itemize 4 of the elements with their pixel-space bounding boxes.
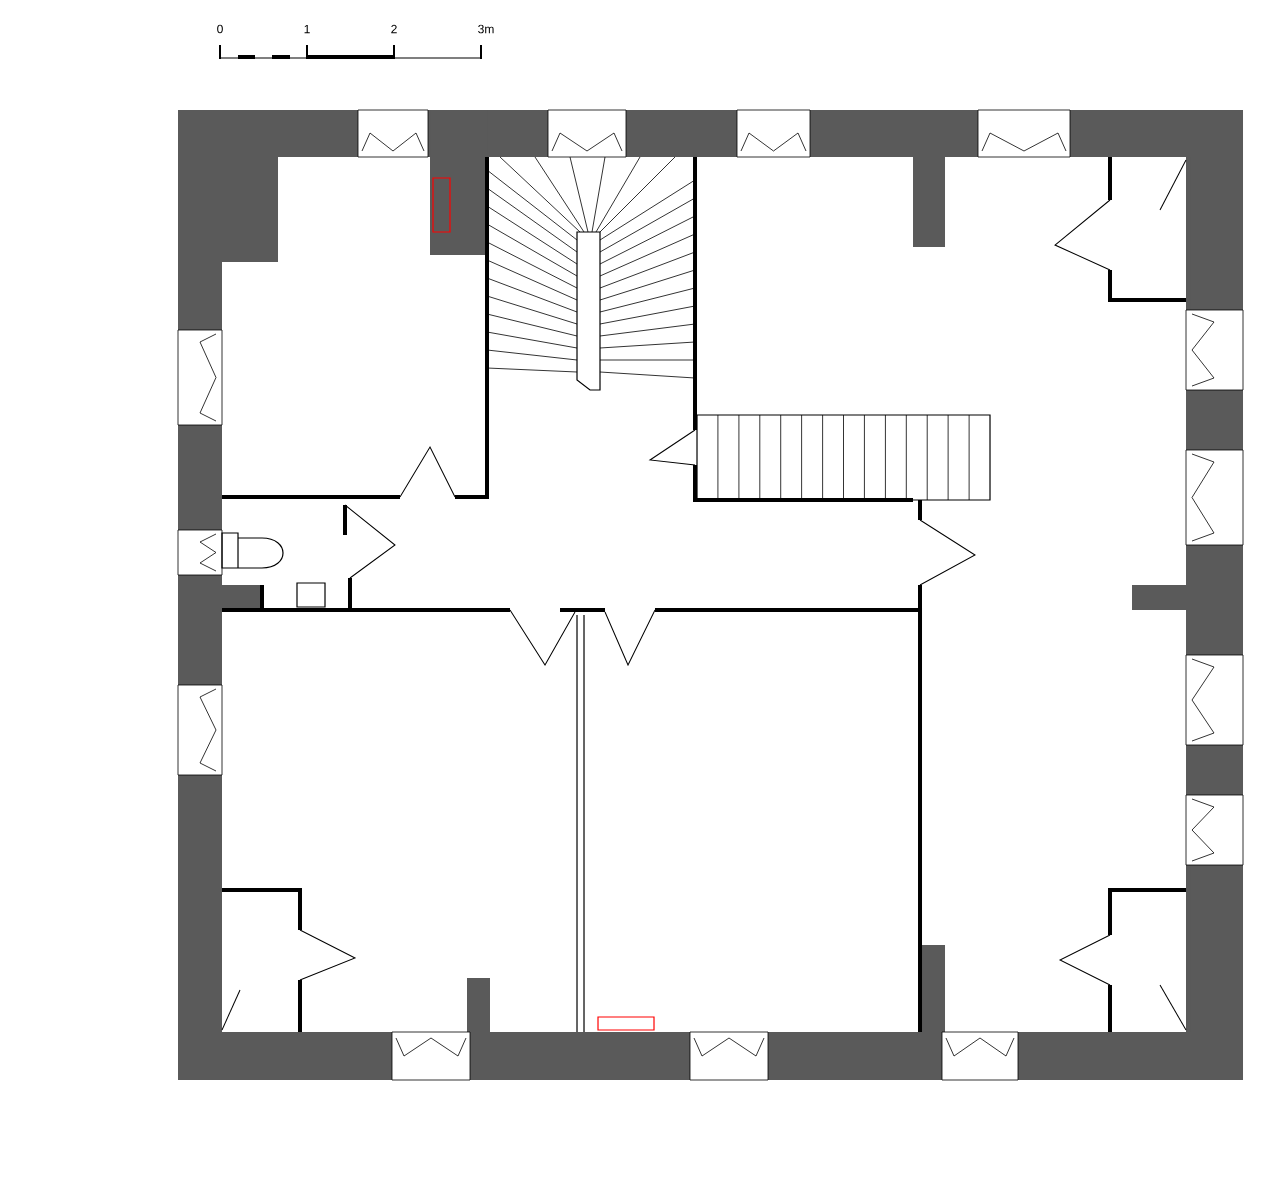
- scale-label: 3m: [478, 24, 494, 34]
- scale-label: 1: [304, 24, 310, 34]
- scale-label: 2: [391, 24, 397, 34]
- scale-label: 0: [217, 24, 223, 34]
